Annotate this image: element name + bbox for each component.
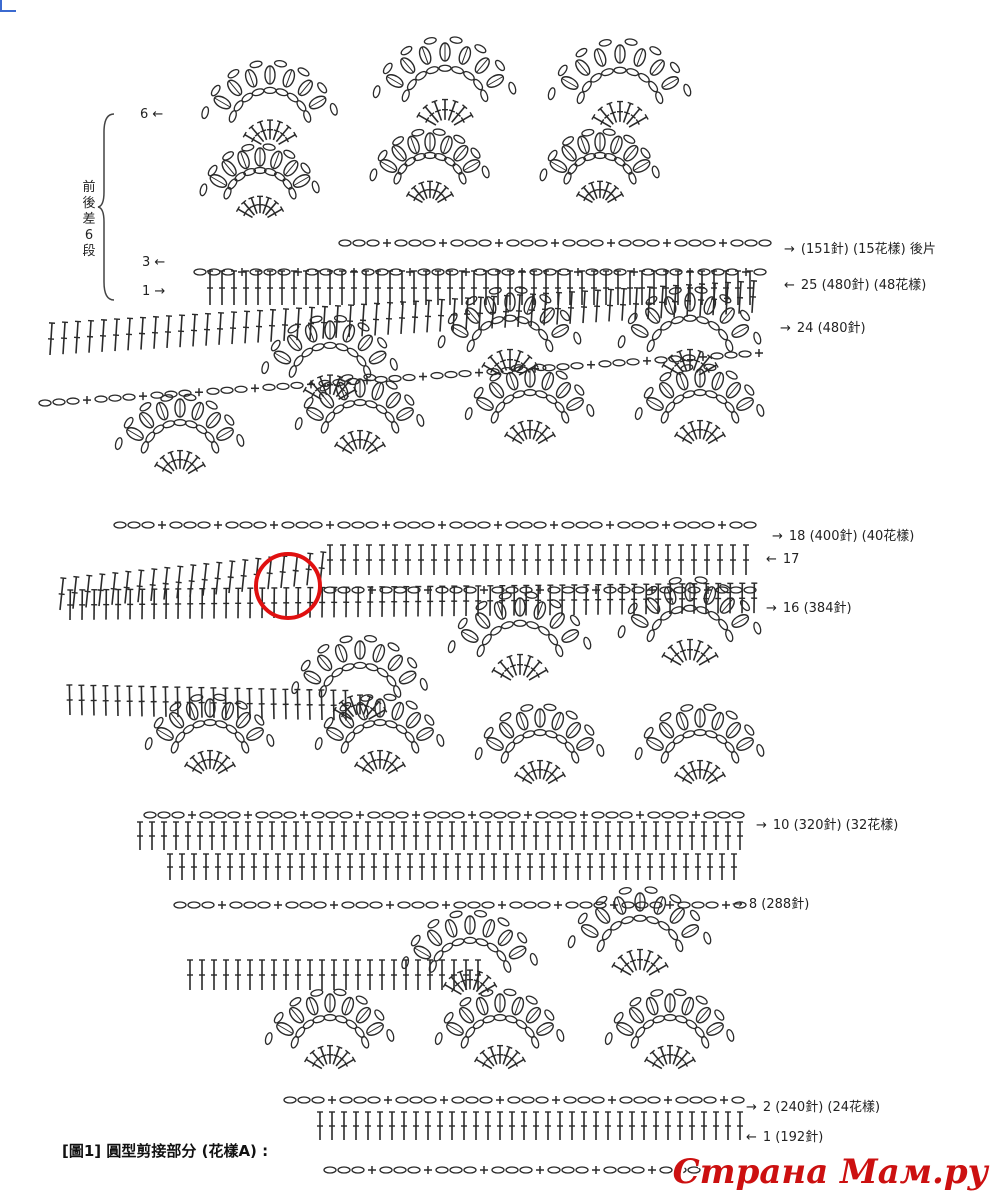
right-label-r1: ←1 (192針) <box>746 1130 824 1145</box>
right-label-r25: ←25 (480針) (48花樣) <box>784 278 927 293</box>
right-label-r10: →10 (320針) (32花樣) <box>756 818 899 833</box>
right-label-r2: →2 (240針) (24花樣) <box>746 1100 881 1115</box>
right-label-r17: ←17 <box>766 552 800 567</box>
right-label-r16: →16 (384針) <box>766 601 852 616</box>
right-label-r24: →24 (480針) <box>780 321 866 336</box>
left-label-row3: 3 ← <box>142 255 166 270</box>
watermark-logo: Страна Мам.ру <box>672 1152 988 1192</box>
figure-caption: [圖1] 圓型剪接部分 (花樣A) : <box>62 1142 269 1160</box>
brace-icon <box>97 113 115 301</box>
highlight-circle <box>254 552 322 620</box>
window-corner-mark <box>0 0 16 12</box>
vertical-note: 前後差6段 <box>82 180 96 259</box>
left-label-row1: 1 → <box>142 284 166 299</box>
right-label-r8: →8 (288針) <box>732 897 810 912</box>
left-label-row6: 6 ← <box>140 107 164 122</box>
right-label-r151: →(151針) (15花樣) 後片 <box>784 242 936 257</box>
right-label-r18: →18 (400針) (40花樣) <box>772 529 915 544</box>
